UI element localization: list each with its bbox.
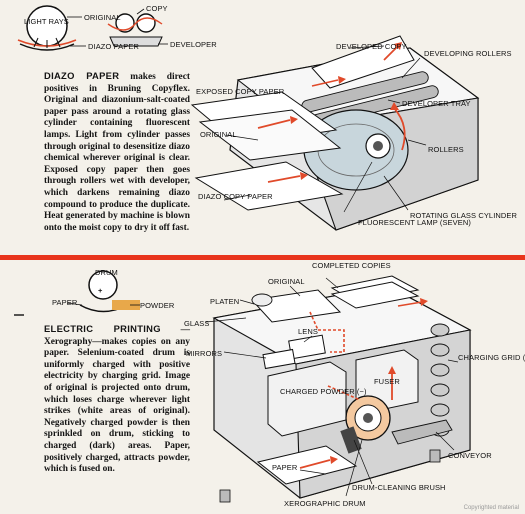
inset-label-drum: DRUM (95, 268, 118, 277)
callout-platen: PLATEN (210, 297, 239, 306)
callout-paper: PAPER (272, 463, 298, 472)
diazo-machine-illustration (190, 35, 480, 231)
callout-fuser: FUSER (374, 377, 400, 386)
roller-icon (115, 13, 135, 33)
diazo-body: makes direct positives in Bruning Copyfl… (44, 72, 190, 233)
callout-glass: GLASS (184, 319, 210, 328)
inset-label-light: LIGHT RAYS (24, 17, 69, 26)
inset-label-powder: POWDER (140, 301, 175, 310)
callout-charging-grid: CHARGING GRID (+) (458, 353, 525, 362)
developer-tray-icon (109, 36, 163, 47)
inset-label-copy: COPY (146, 4, 168, 13)
inset-label-original: ORIGINAL (84, 13, 121, 22)
xerography-description: ELECTRIC PRINTING — Xerography—makes cop… (44, 323, 190, 476)
callout-mirrors: MIRRORS (186, 349, 222, 358)
diazo-inset-diagram (17, 5, 168, 51)
inset-label-diazo-paper: DIAZO PAPER (88, 42, 139, 51)
callout-rollers: ROLLERS (428, 145, 464, 154)
copy-path-curve (107, 17, 163, 31)
callout-exposed-copy-paper: EXPOSED COPY PAPER (196, 87, 285, 96)
xerography-body: — Xerography—makes copies on any paper. … (44, 325, 190, 475)
section-divider (0, 255, 525, 260)
callout-drum-cleaning-brush: DRUM-CLEANING BRUSH (352, 483, 446, 492)
callout-developing-rollers: DEVELOPING ROLLERS (424, 49, 512, 58)
callout-original-xerox: ORIGINAL (268, 277, 305, 286)
roller-icon (136, 13, 156, 33)
callout-fluorescent-lamp: FLUORESCENT LAMP (SEVEN) (358, 218, 471, 227)
drum-icon (88, 270, 118, 300)
diazo-description: DIAZO PAPER makes direct positives in Br… (44, 70, 190, 234)
callout-lens: LENS (298, 327, 318, 336)
callout-rotating-glass-cylinder: ROTATING GLASS CYLINDER (410, 211, 518, 220)
diazo-heading: DIAZO PAPER (44, 70, 120, 81)
callout-conveyor: CONVEYOR (448, 451, 492, 460)
xerography-inset-diagram (14, 270, 140, 316)
callout-developed-copy: DEVELOPED COPY (336, 42, 407, 51)
powder-patch (112, 300, 140, 310)
callout-diazo-copy-paper: DIAZO COPY PAPER (198, 192, 273, 201)
callout-completed-copies: COMPLETED COPIES (312, 261, 391, 270)
callout-developer-tray: DEVELOPER TRAY (402, 99, 471, 108)
inset-label-plus: + (98, 286, 103, 295)
inset-label-paper: PAPER (52, 298, 78, 307)
callout-original: ORIGINAL (200, 130, 237, 139)
watermark: Copyrighted material (463, 505, 519, 511)
callout-charged-powder: CHARGED POWDER (−) (280, 387, 367, 396)
xerography-machine-illustration (205, 275, 472, 503)
callout-xerographic-drum: XEROGRAPHIC DRUM (284, 499, 366, 508)
xerography-heading: ELECTRIC PRINTING (44, 323, 161, 334)
inset-label-developer: DEVELOPER (170, 40, 217, 49)
diazo-paper-curve (19, 43, 75, 51)
